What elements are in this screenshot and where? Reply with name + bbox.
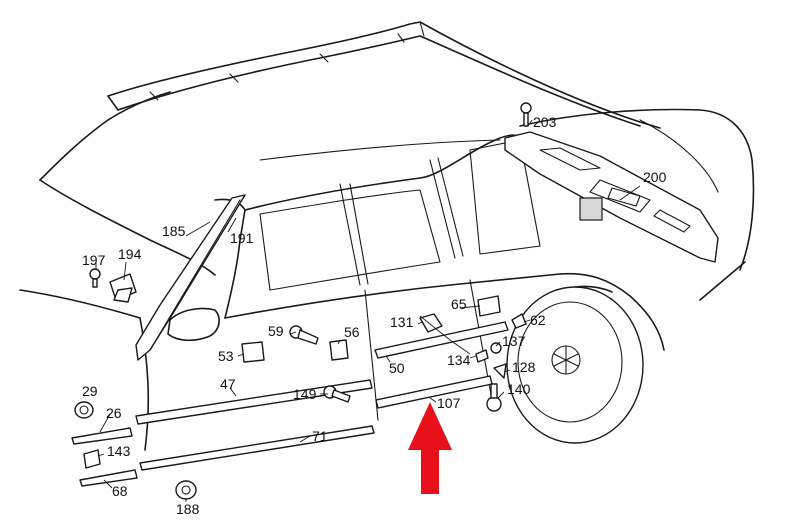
car-body-outline — [19, 21, 755, 451]
callout-185: 185 — [162, 223, 186, 239]
callout-68: 68 — [112, 483, 128, 499]
callout-143: 143 — [107, 443, 131, 459]
callout-labels: 203 200 185 191 197 194 65 131 62 59 56 … — [82, 114, 667, 517]
callout-140: 140 — [507, 381, 531, 397]
callout-62: 62 — [530, 312, 546, 328]
callout-188: 188 — [176, 501, 200, 517]
highlight-arrow — [408, 402, 452, 494]
callout-65: 65 — [451, 296, 467, 312]
callout-71: 71 — [312, 428, 328, 444]
leader-lines — [95, 119, 641, 502]
callout-107: 107 — [437, 395, 461, 411]
callout-131: 131 — [390, 314, 414, 330]
rear-spoiler-part — [504, 131, 719, 263]
callout-50: 50 — [389, 360, 405, 376]
callout-134: 134 — [447, 352, 471, 368]
callout-47: 47 — [220, 376, 236, 392]
callout-194: 194 — [118, 246, 142, 262]
callout-29: 29 — [82, 383, 98, 399]
callout-200: 200 — [643, 169, 667, 185]
molding-strips — [71, 321, 509, 487]
callout-191: 191 — [230, 230, 254, 246]
callout-56: 56 — [344, 324, 360, 340]
callout-137: 137 — [502, 333, 526, 349]
clip-parts — [74, 102, 532, 500]
callout-149: 149 — [293, 386, 317, 402]
callout-203: 203 — [533, 114, 557, 130]
pillar-trim — [135, 194, 246, 361]
callout-59: 59 — [268, 323, 284, 339]
callout-53: 53 — [218, 348, 234, 364]
rear-wheel — [506, 286, 644, 444]
callout-197: 197 — [82, 252, 106, 268]
callout-26: 26 — [106, 405, 122, 421]
callout-128: 128 — [512, 359, 536, 375]
